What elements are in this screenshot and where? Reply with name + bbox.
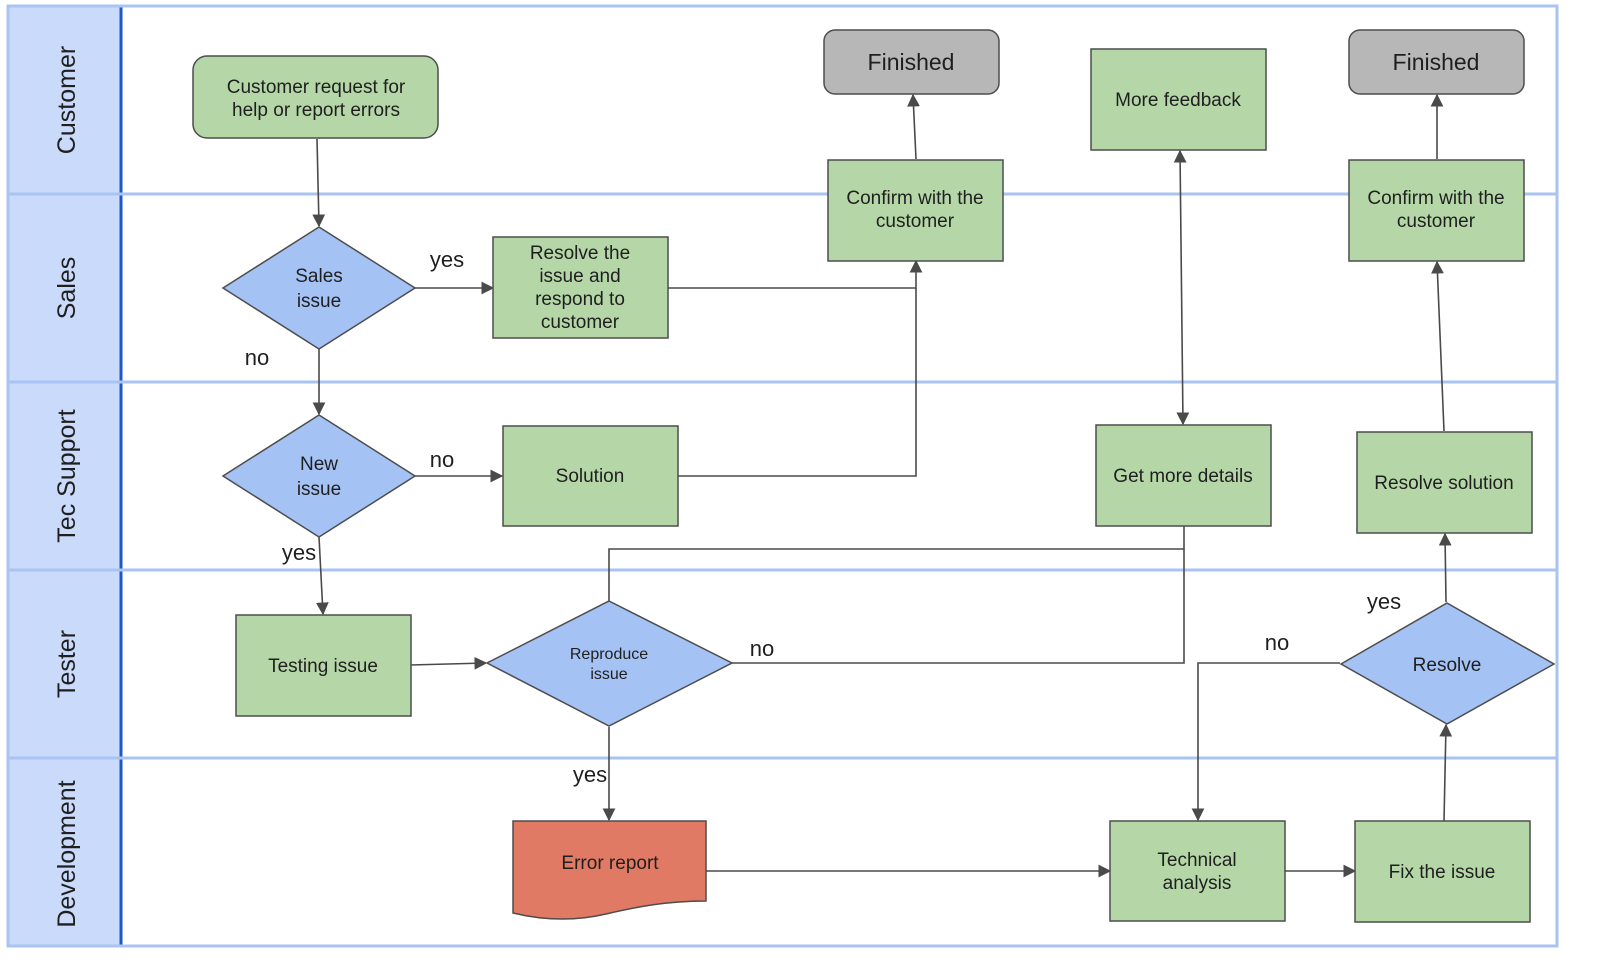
lane-title-sales: Sales — [53, 257, 81, 320]
node-solution[interactable] — [502, 425, 679, 527]
node-confirm-2[interactable] — [1348, 159, 1525, 262]
edge-reproduce-top — [608, 526, 1185, 601]
edge-resolve-solution-to-confirm — [1431, 260, 1445, 432]
lane-headers: Customer Sales Tec Support Tester Develo… — [8, 6, 123, 946]
node-fix-issue-label: Fix the issue — [1389, 862, 1496, 883]
edge-label-new-yes: yes — [282, 540, 316, 565]
edge-label-reproduce-yes: yes — [573, 762, 607, 787]
node-resolve-solution[interactable] — [1356, 431, 1533, 534]
node-resolve-respond[interactable] — [492, 236, 669, 339]
lane-outline — [6, 4, 1559, 948]
lane-header-development — [8, 758, 120, 946]
node-confirm-1[interactable] — [827, 159, 1004, 262]
lane-header-tec-support — [8, 382, 120, 570]
node-resolve-solution-label: Resolve solution — [1374, 473, 1513, 494]
node-resolve[interactable] — [1339, 602, 1556, 725]
node-testing-issue-label: Testing issue — [268, 656, 378, 677]
lane-title-development: Development — [53, 780, 81, 927]
node-get-more-details-label: Get more details — [1113, 466, 1252, 487]
lane-title-tec-support: Tec Support — [53, 409, 81, 542]
lane-header-sales — [8, 194, 120, 382]
edge-label-sales-yes: yes — [430, 247, 464, 272]
node-finished-2[interactable] — [1348, 29, 1525, 95]
node-customer-request[interactable] — [192, 55, 439, 139]
edge-label-resolve-no: no — [1265, 630, 1289, 655]
edge-resolve-yes — [1438, 532, 1452, 603]
node-technical-analysis[interactable] — [1109, 820, 1286, 922]
edge-resolve-no — [1191, 662, 1340, 822]
edge-feedback-details — [1173, 149, 1190, 426]
edge-label-reproduce-no: no — [750, 636, 774, 661]
edge-testing-to-reproduce — [409, 656, 488, 670]
node-fix-issue[interactable] — [1354, 820, 1531, 923]
edge-new-yes — [316, 536, 329, 616]
edge-label-new-no: no — [430, 447, 454, 472]
node-get-more-details[interactable] — [1095, 424, 1272, 527]
node-new-issue[interactable] — [221, 414, 417, 538]
lane-title-customer: Customer — [53, 46, 81, 154]
node-finished-1[interactable] — [823, 29, 1000, 95]
node-error-report-label: Error report — [561, 853, 659, 874]
edge-resolve-to-confirm — [668, 259, 923, 289]
edge-request-to-sales — [312, 138, 326, 228]
node-resolve-label: Resolve — [1413, 655, 1482, 676]
node-finished-1-label: Finished — [868, 49, 955, 75]
node-sales-issue[interactable] — [221, 226, 417, 350]
node-finished-2-label: Finished — [1393, 49, 1480, 75]
node-more-feedback[interactable] — [1090, 48, 1267, 151]
lane-borders — [6, 4, 1559, 948]
node-testing-issue[interactable] — [235, 614, 412, 717]
edge-labels: yes no no yes no yes yes no — [245, 247, 1401, 787]
connectors — [312, 93, 1453, 878]
edge-label-sales-no: no — [245, 345, 269, 370]
node-more-feedback-label: More feedback — [1115, 90, 1241, 111]
lane-header-customer — [8, 6, 120, 194]
edge-reproduce-no — [732, 549, 1185, 664]
edge-solution-to-confirm — [678, 288, 917, 477]
edge-fix-to-resolve — [1439, 723, 1453, 822]
edge-label-resolve-yes: yes — [1367, 589, 1401, 614]
node-error-report[interactable] — [512, 820, 707, 920]
lane-header-tester — [8, 570, 120, 758]
node-solution-label: Solution — [556, 466, 625, 487]
edge-confirm-to-finished-1 — [907, 93, 920, 160]
node-reproduce-issue[interactable] — [485, 600, 734, 727]
lane-title-tester: Tester — [53, 630, 81, 698]
